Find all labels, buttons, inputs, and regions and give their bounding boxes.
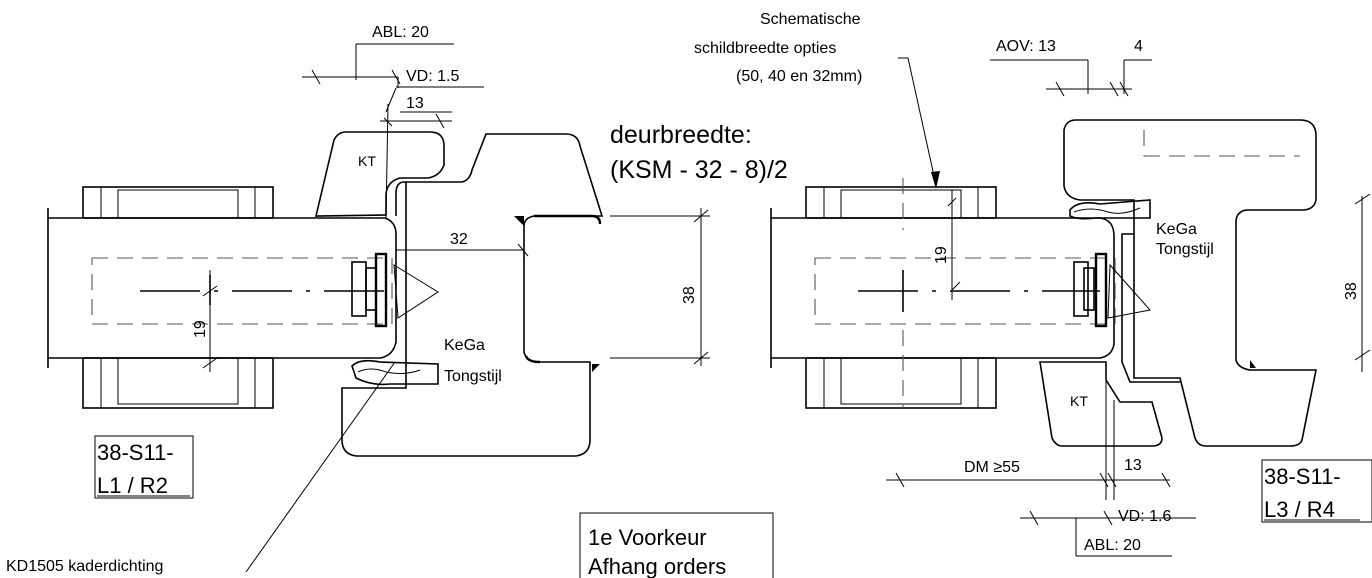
right-code-line1: 38-S11-: [1264, 464, 1341, 489]
right-kega-line2: Tongstijl: [1156, 241, 1214, 258]
kd-sealing-label: KD1505 kaderdichting: [6, 558, 163, 575]
left-code-line2: L1 / R2: [97, 473, 168, 498]
right-detail: [770, 119, 1317, 447]
left-escutcheon-top: [82, 186, 274, 219]
door-width-line2: (KSM - 32 - 8)/2: [610, 156, 788, 184]
left-frame-profile: [341, 133, 604, 457]
left-escutcheon-bottom: [82, 357, 274, 409]
right-kega-line1: KeGa: [1156, 221, 1197, 238]
right-dimensions: [886, 59, 1371, 557]
preference-line1: 1e Voorkeur: [588, 525, 707, 550]
right-dim-38: 38: [1343, 282, 1360, 300]
right-aov-label: AOV: 13: [996, 38, 1056, 55]
schematic-label-line2: schildbreedte opties: [694, 40, 836, 57]
right-door-leaf: [771, 217, 1115, 359]
right-kd-seal: [1069, 199, 1151, 220]
right-dim-4: 4: [1134, 38, 1143, 55]
left-door-leaf: [48, 217, 397, 359]
right-vd-label: VD: 1.6: [1118, 508, 1171, 525]
right-code-line2: L3 / R4: [1264, 497, 1335, 522]
right-abl-label: ABL: 20: [1084, 537, 1141, 554]
preference-line2: Afhang orders: [588, 554, 726, 578]
left-code-box: [94, 435, 194, 499]
left-lock-case: [91, 257, 393, 325]
right-dim-19: 19: [933, 246, 950, 264]
right-frame-profile: [1063, 119, 1317, 447]
preference-box: [579, 512, 774, 578]
schematic-label-line3: (50, 40 en 32mm): [736, 68, 862, 85]
right-kt-stop: [1039, 361, 1163, 447]
right-kt-label: KT: [1070, 393, 1088, 409]
left-kt-label: KT: [358, 153, 376, 169]
left-dimensions: [202, 43, 710, 573]
left-vd-label: VD: 1.5: [406, 68, 459, 85]
left-latch: [351, 252, 439, 328]
left-dim-13: 13: [406, 95, 424, 112]
left-kt-stop: [314, 131, 445, 217]
right-escutcheon-top: [805, 186, 997, 219]
schematic-leader: [898, 57, 937, 186]
right-dm-label: DM ≥55: [964, 459, 1020, 476]
left-dim-38: 38: [681, 286, 698, 304]
right-latch: [1073, 252, 1151, 328]
left-kega-line1: KeGa: [444, 337, 485, 354]
schematic-label-line1: Schematische: [760, 11, 861, 28]
right-dim-13: 13: [1124, 457, 1142, 474]
left-abl-label: ABL: 20: [372, 24, 429, 41]
left-dim-19: 19: [192, 320, 209, 338]
left-detail: [47, 131, 604, 457]
right-lock-case: [814, 257, 1116, 325]
door-width-line1: deurbreedte:: [610, 121, 752, 149]
left-kd-seal: [351, 359, 439, 386]
left-kega-line2: Tongstijl: [444, 368, 502, 385]
right-escutcheon-bottom: [805, 357, 997, 409]
left-code-line1: 38-S11-: [97, 440, 174, 465]
left-dim-32: 32: [450, 231, 468, 248]
right-code-box: [1261, 459, 1372, 523]
